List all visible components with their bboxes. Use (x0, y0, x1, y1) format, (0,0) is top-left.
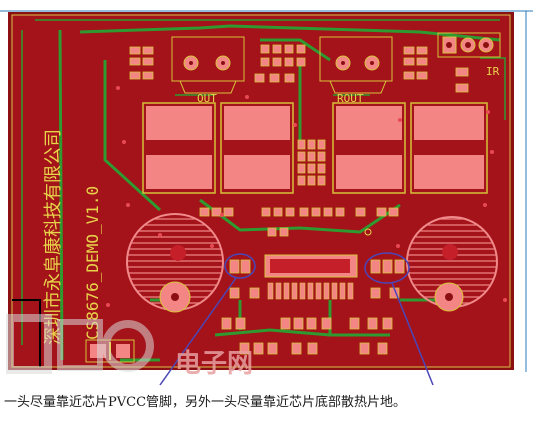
watermark-logo (6, 314, 154, 374)
label-rout: ROUT (337, 92, 364, 105)
capacitor-right (406, 216, 498, 312)
annotation-markers (159, 252, 434, 386)
watermark-brand: 电子网 (175, 349, 253, 379)
label-out: OUT (197, 92, 217, 105)
board-edge-marker (12, 299, 41, 367)
ir-header (437, 32, 501, 58)
smd-pads-top (129, 44, 469, 93)
capacitor-left (126, 213, 224, 313)
output-connector-left (171, 36, 245, 94)
watermark-url: www.dzuuu.com (172, 402, 461, 433)
smd-pads-near-chip (221, 259, 405, 355)
thin-traces (21, 19, 506, 345)
inductor-blocks (142, 102, 488, 194)
smd-pads-middle (199, 139, 399, 237)
silkscreen-model: CS8676_DEMO_V1.0 (83, 186, 102, 340)
vias (106, 86, 507, 307)
amplifier-chip (264, 254, 358, 278)
silkscreen-company: 深圳市永阜康科技有限公司 (43, 129, 64, 345)
output-connector-right (319, 36, 393, 94)
annotation-caption: 一头尽量靠近芯片PVCC管脚，另外一头尽量靠近芯片底部散热片地。 (4, 395, 407, 410)
label-ir: IR (486, 65, 500, 78)
copper-traces (58, 24, 501, 362)
chip-pins (267, 282, 354, 300)
